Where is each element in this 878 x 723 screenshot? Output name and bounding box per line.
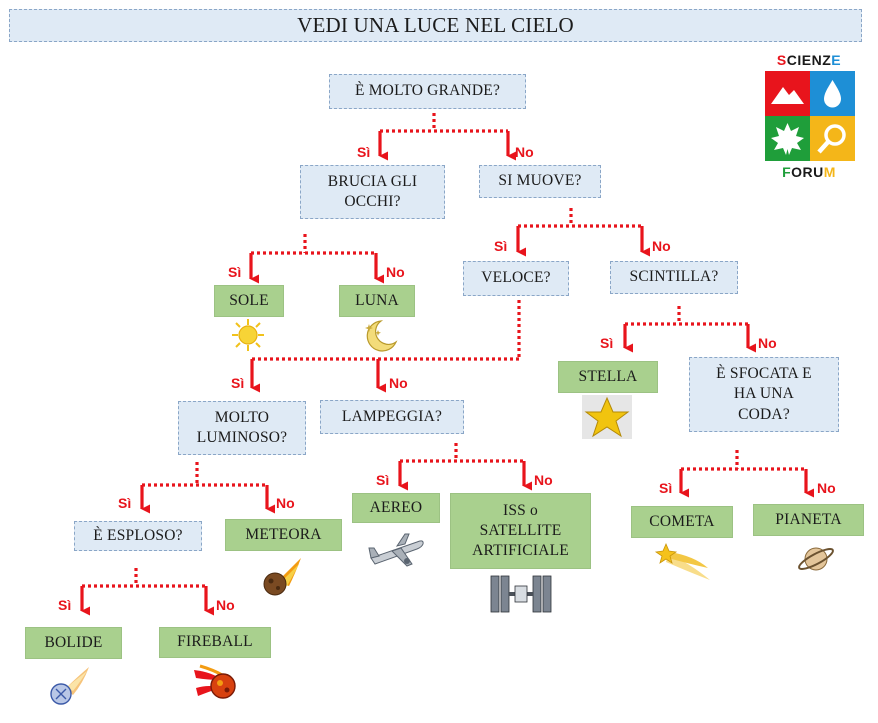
question-sfocata-coda: È SFOCATA E HA UNA CODA? [689, 357, 839, 432]
answer-pianeta: PIANETA [753, 504, 864, 536]
label-no-lampeggia: No [534, 472, 553, 488]
fireball-icon [194, 664, 236, 699]
comet-icon [654, 542, 710, 580]
question-veloce: VELOCE? [463, 261, 569, 296]
sun-icon [232, 319, 264, 351]
page-title: VEDI UNA LUCE NEL CIELO [9, 9, 862, 42]
answer-cometa: COMETA [631, 506, 733, 538]
label-si-scintilla: Sì [600, 335, 614, 351]
label-no-scintilla: No [758, 335, 777, 351]
label-no-brucia: No [386, 264, 405, 280]
question-brucia-occhi: BRUCIA GLI OCCHI? [300, 165, 445, 219]
mountain-icon [765, 71, 810, 116]
label-no-luminoso: No [276, 495, 295, 511]
answer-luna: LUNA [339, 285, 415, 317]
label-no-sfocata: No [817, 480, 836, 496]
label-no-veloce: No [389, 375, 408, 391]
leaf-icon [765, 116, 810, 161]
logo-bottom-word: FORUM [782, 164, 836, 180]
label-si-grande: Sì [357, 144, 371, 160]
question-molto-luminoso: MOLTO LUMINOSO? [178, 401, 306, 455]
meteor-icon [263, 558, 301, 596]
moon-icon [365, 320, 398, 352]
label-no-muove: No [652, 238, 671, 254]
question-si-muove: SI MUOVE? [479, 165, 601, 198]
question-scintilla: SCINTILLA? [610, 261, 738, 294]
planet-icon [798, 547, 834, 571]
scienze-forum-logo: SCIENZE FORUM [762, 52, 856, 184]
label-si-veloce: Sì [231, 375, 245, 391]
answer-fireball: FIREBALL [159, 627, 271, 658]
label-si-muove: Sì [494, 238, 508, 254]
answer-sole: SOLE [214, 285, 284, 317]
answer-stella: STELLA [558, 361, 658, 393]
water-drop-icon [810, 71, 855, 116]
question-lampeggia: LAMPEGGIA? [320, 400, 464, 434]
magnifier-icon [810, 116, 855, 161]
answer-meteora: METEORA [225, 519, 342, 551]
bolide-icon [50, 667, 89, 705]
answer-iss-satellite: ISS o SATELLITE ARTIFICIALE [450, 493, 591, 569]
star-icon [582, 395, 632, 439]
logo-top-word: SCIENZE [776, 52, 842, 68]
airplane-icon [368, 533, 424, 567]
label-no-esploso: No [216, 597, 235, 613]
label-si-luminoso: Sì [118, 495, 132, 511]
answer-bolide: BOLIDE [25, 627, 122, 659]
question-esploso: È ESPLOSO? [74, 521, 202, 551]
space-station-icon [490, 575, 552, 613]
label-si-esploso: Sì [58, 597, 72, 613]
question-molto-grande: È MOLTO GRANDE? [329, 74, 526, 109]
label-si-lampeggia: Sì [376, 472, 390, 488]
label-si-sfocata: Sì [659, 480, 673, 496]
label-no-grande: No [515, 144, 534, 160]
answer-aereo: AEREO [352, 493, 440, 523]
label-si-brucia: Sì [228, 264, 242, 280]
